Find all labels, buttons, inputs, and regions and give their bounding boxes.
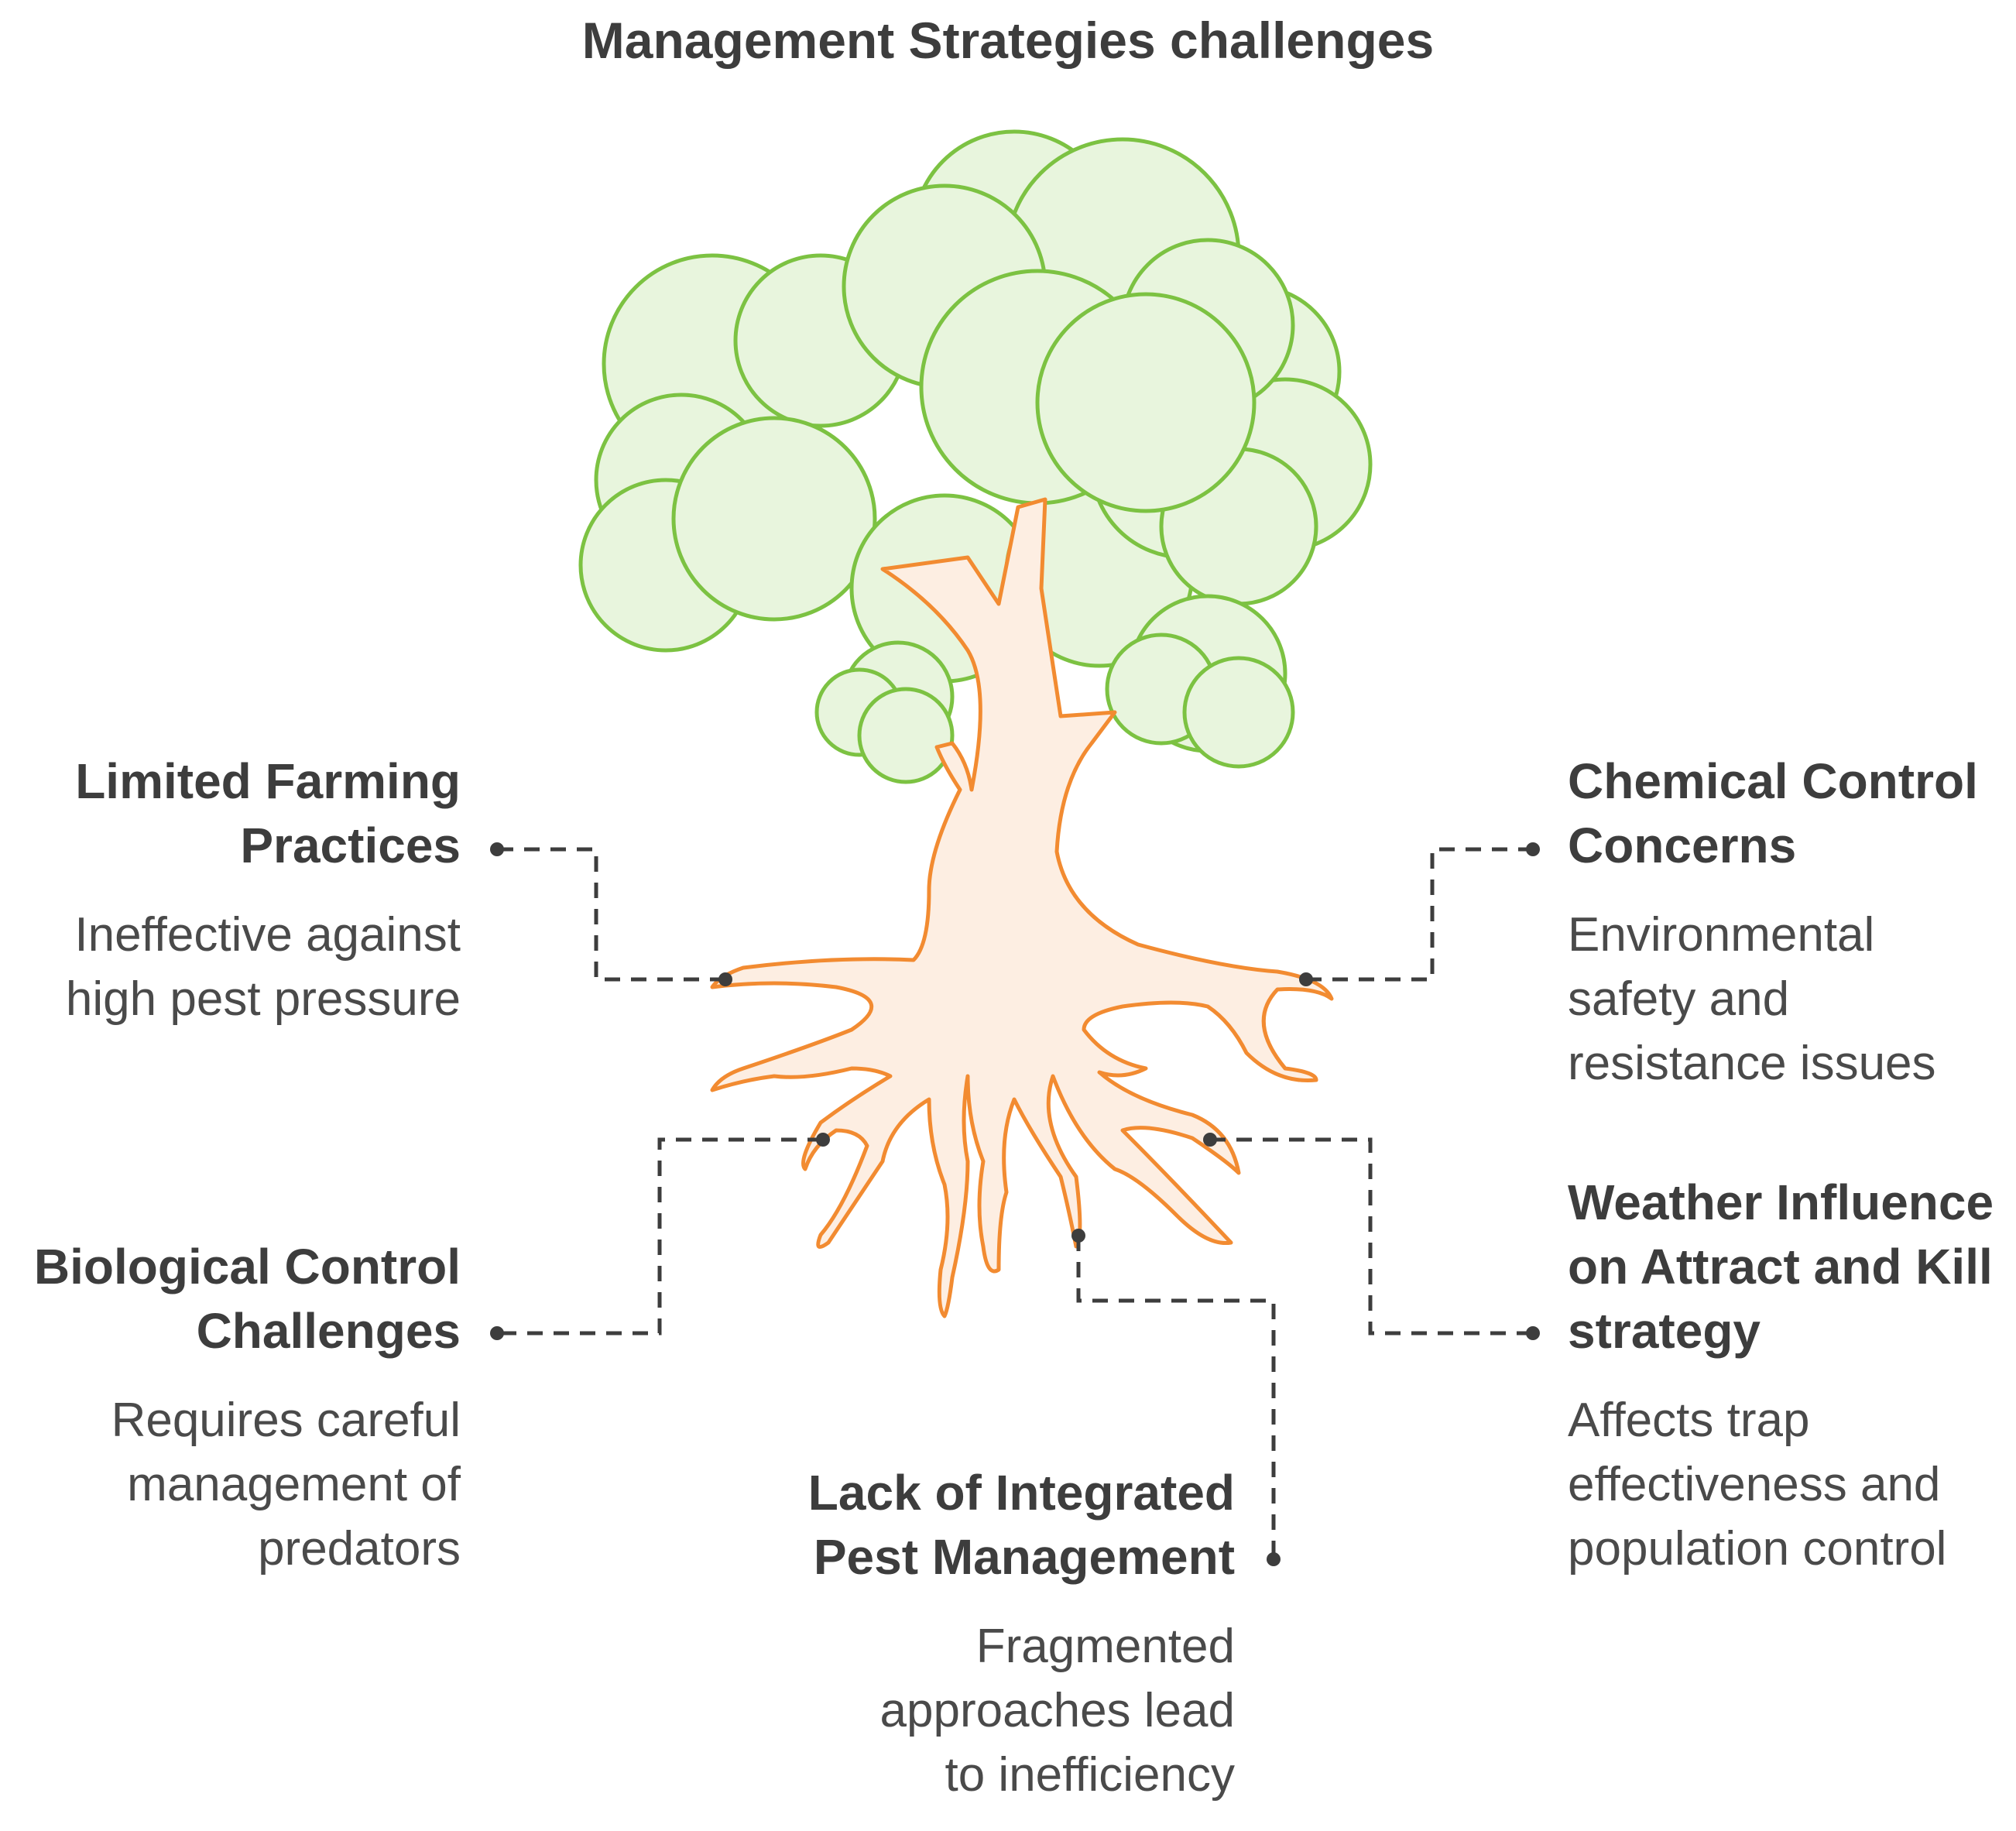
- dot-weather-label: [1526, 1326, 1540, 1340]
- item-biological-control: Biological Control Challenges Requires c…: [15, 1235, 461, 1581]
- dot-limited-tree: [718, 972, 732, 986]
- dot-chemical-tree: [1299, 972, 1313, 986]
- item-description: Fragmented approaches lead to inefficien…: [879, 1620, 1235, 1802]
- dot-limited-label: [490, 842, 504, 856]
- connector-limited-farming: [497, 847, 725, 982]
- connector-biological-control: [497, 1137, 823, 1336]
- tree-trunk: [710, 497, 1334, 1318]
- dot-integrated-tree: [1071, 1229, 1085, 1243]
- connector-chemical-control: [1306, 847, 1533, 982]
- item-chemical-control: Chemical Control Concerns Environmental …: [1568, 749, 2009, 1096]
- item-heading: Lack of Integrated Pest Management: [807, 1465, 1235, 1585]
- tree-foliage: [578, 129, 1373, 784]
- item-description: Affects trap effectiveness and populatio…: [1568, 1394, 1947, 1576]
- item-integrated-pest: Lack of Integrated Pest Management Fragm…: [759, 1461, 1235, 1807]
- dot-biological-tree: [816, 1133, 830, 1147]
- connectors: [497, 847, 1533, 1559]
- item-heading: Limited Farming Practices: [75, 753, 461, 873]
- dot-chemical-label: [1526, 842, 1540, 856]
- item-description: Environmental safety and resistance issu…: [1568, 908, 1936, 1090]
- connector-weather-influence: [1210, 1137, 1533, 1336]
- dot-biological-label: [490, 1326, 504, 1340]
- item-heading: Weather Influence on Attract and Kill st…: [1568, 1174, 1994, 1359]
- connector-integrated-pest: [1076, 1236, 1276, 1559]
- item-description: Requires careful management of predators: [111, 1394, 461, 1576]
- connector-dots: [490, 842, 1540, 1566]
- dot-weather-tree: [1203, 1133, 1217, 1147]
- dot-integrated-label: [1267, 1552, 1281, 1566]
- diagram-title: Management Strategies challenges: [581, 12, 1435, 69]
- item-weather-influence: Weather Influence on Attract and Kill st…: [1568, 1171, 2013, 1581]
- item-heading: Chemical Control Concerns: [1568, 753, 1978, 873]
- item-description: Ineffective against high pest pressure: [65, 908, 461, 1026]
- item-heading: Biological Control Challenges: [33, 1239, 461, 1359]
- item-limited-farming: Limited Farming Practices Ineffective ag…: [15, 749, 461, 1031]
